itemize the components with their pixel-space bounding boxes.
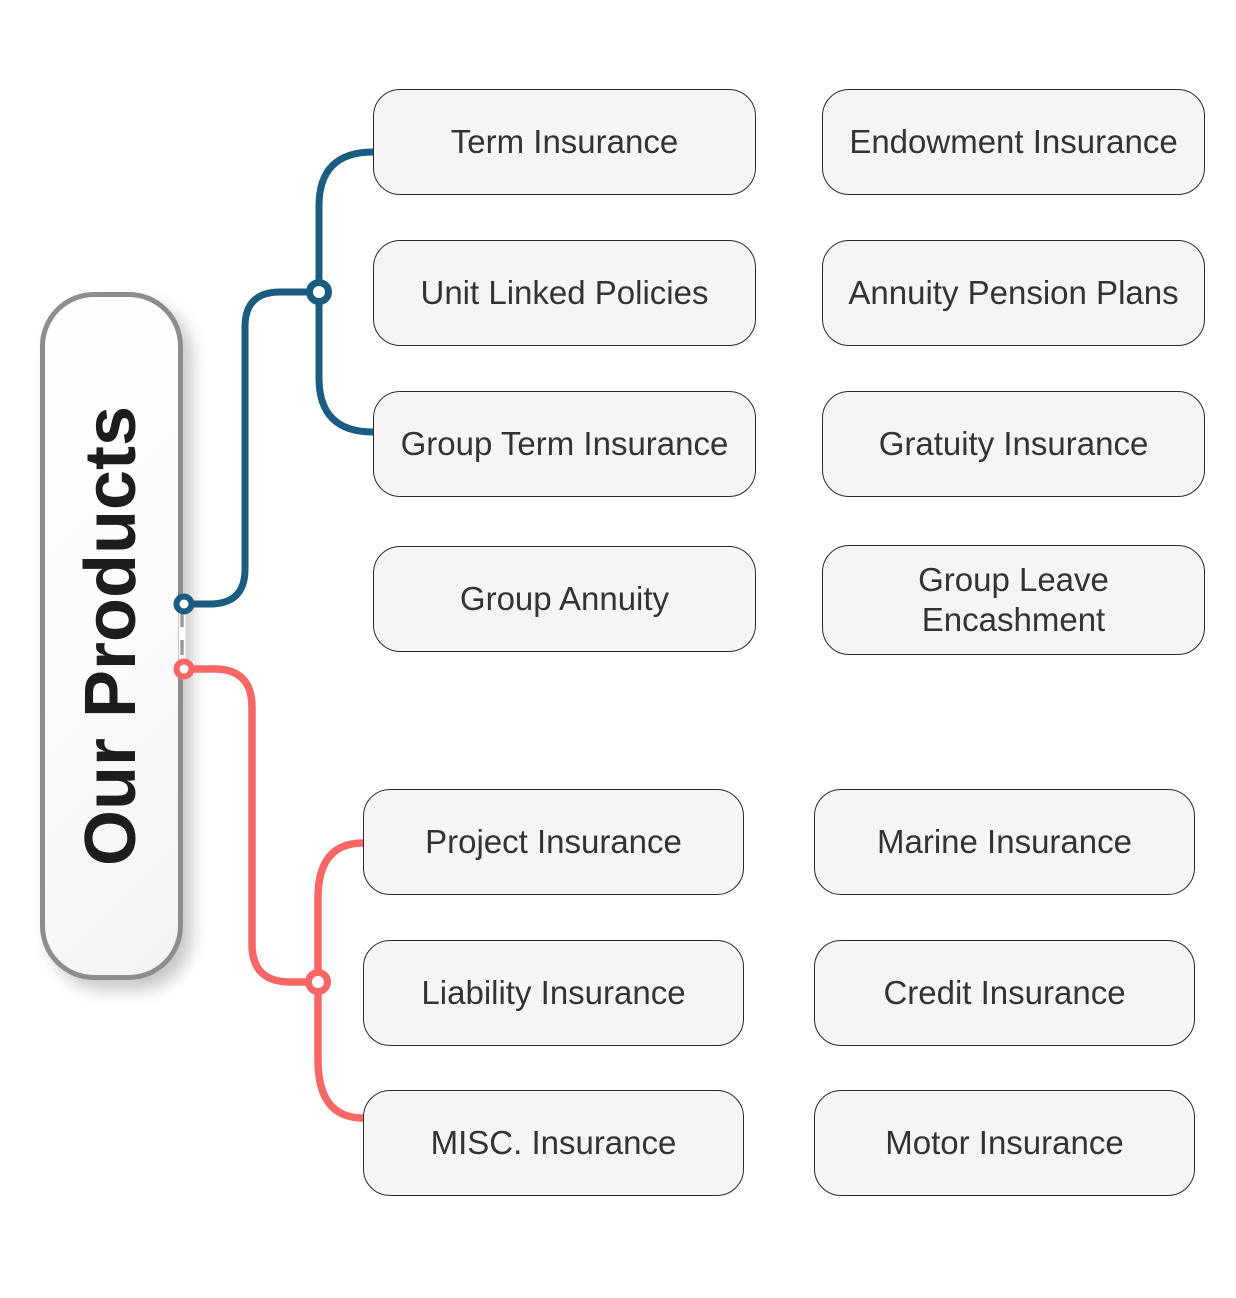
product-box-group-leave-encashment: Group Leave Encashment <box>822 545 1205 655</box>
product-box-gratuity-insurance: Gratuity Insurance <box>822 391 1205 497</box>
product-box-credit-insurance: Credit Insurance <box>814 940 1195 1046</box>
life-branch-fork-line <box>315 148 374 436</box>
product-box-group-term-insurance: Group Term Insurance <box>373 391 756 497</box>
product-box-group-annuity: Group Annuity <box>373 546 756 652</box>
life-branch-node-dot <box>306 279 332 305</box>
root-node-label: Our Products <box>71 405 152 867</box>
product-box-term-insurance: Term Insurance <box>373 89 756 195</box>
general-branch-fork-line <box>314 839 364 1122</box>
product-box-endowment-insurance: Endowment Insurance <box>822 89 1205 195</box>
product-box-annuity-pension-plans: Annuity Pension Plans <box>822 240 1205 346</box>
general-branch-node-dot <box>305 969 331 995</box>
product-box-project-insurance: Project Insurance <box>363 789 744 895</box>
root-node: Our Products <box>40 292 183 980</box>
product-box-marine-insurance: Marine Insurance <box>814 789 1195 895</box>
product-box-misc-insurance: MISC. Insurance <box>363 1090 744 1196</box>
product-box-unit-linked-policies: Unit Linked Policies <box>373 240 756 346</box>
product-box-liability-insurance: Liability Insurance <box>363 940 744 1046</box>
life-branch-trunk-line <box>184 288 319 608</box>
product-box-motor-insurance: Motor Insurance <box>814 1090 1195 1196</box>
general-branch-trunk-line <box>184 665 318 986</box>
